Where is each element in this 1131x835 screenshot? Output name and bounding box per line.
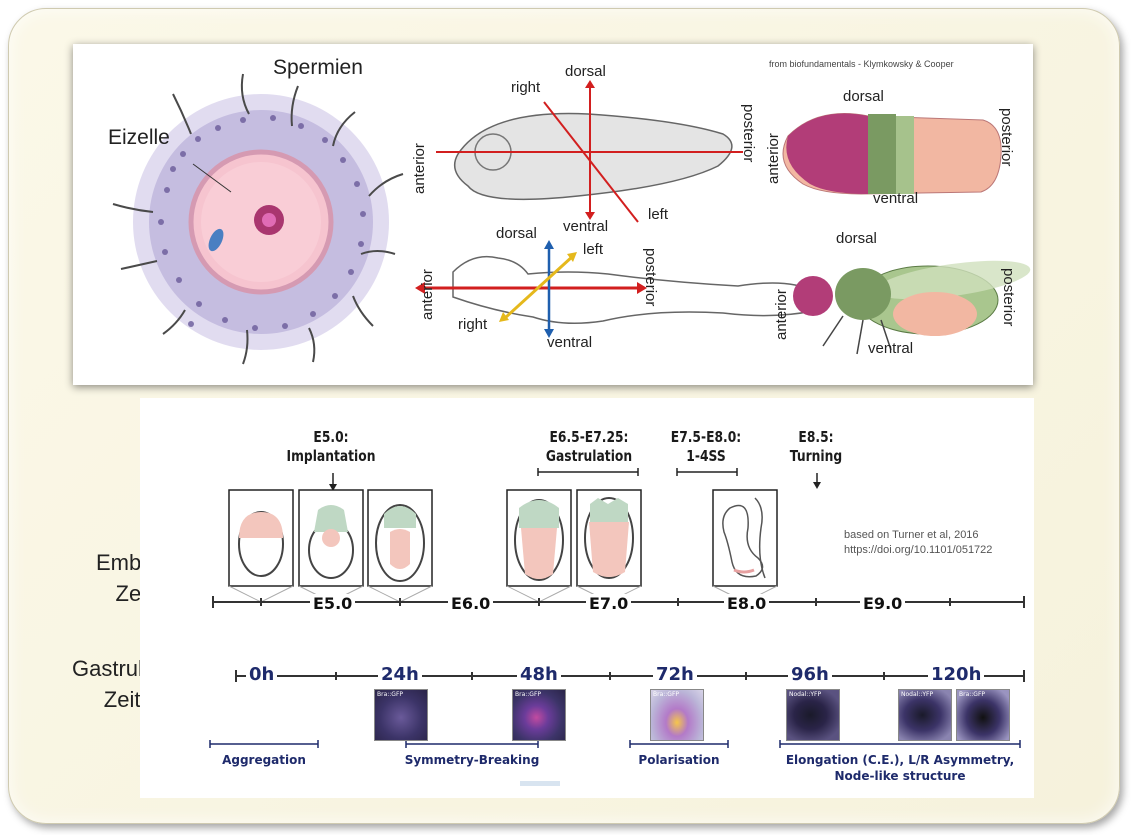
fly-illustration — [793, 260, 1031, 355]
human-ventral-label: ventral — [547, 334, 593, 351]
embryo-stage-drawings — [238, 497, 766, 582]
egg-label: Eizelle — [108, 126, 170, 149]
gastruloid-tick-120h: 120h — [928, 664, 985, 685]
gastruloid-image-24h: Bra::GFP — [374, 689, 428, 741]
larva-posterior-label: posterior — [998, 108, 1015, 167]
sperm-label: Spermien — [273, 56, 363, 79]
gastruloid-tick-48h: 48h — [517, 664, 561, 685]
larva-ventral-label: ventral — [873, 190, 919, 207]
gastruloid-image-72h: Bra::GFP — [650, 689, 704, 741]
frog-left-label: left — [648, 206, 669, 223]
axes-figure-panel: Spermien Eizelle from biofundamentals - … — [73, 44, 1033, 385]
fly-ventral-label: ventral — [868, 340, 914, 357]
stage-title-turning: E8.5: Turning — [789, 428, 843, 465]
human-dorsal-label: dorsal — [496, 225, 537, 242]
oocyte-illustration — [112, 73, 404, 365]
gastruloid-tick-0h: 0h — [246, 664, 278, 685]
gastruloid-tick-24h: 24h — [378, 664, 422, 685]
fly-anterior-label: anterior — [773, 289, 790, 340]
phase-symmetry-breaking: Symmetry-Breaking — [404, 753, 540, 767]
timeline-panel: E5.0: Implantation E6.5-E7.25: Gastrulat… — [140, 398, 1034, 798]
embryo-tick-e8: E8.0 — [724, 594, 770, 613]
citation-text: from biofundamentals - Klymkowsky & Coop… — [769, 59, 954, 69]
frog-posterior-label: posterior — [740, 104, 757, 163]
gastruloid-tick-72h: 72h — [653, 664, 697, 685]
phase-polarisation: Polarisation — [638, 753, 720, 767]
fly-dorsal-label: dorsal — [836, 230, 877, 247]
phase-elongation: Elongation (C.E.), L/R Asymmetry, Node-l… — [785, 753, 1015, 783]
stage-title-implantation: E5.0: Implantation — [286, 428, 376, 465]
frog-ventral-label: ventral — [563, 218, 609, 235]
embryo-tick-e9: E9.0 — [860, 594, 906, 613]
frog-tadpole-illustration — [436, 80, 743, 223]
larva-dorsal-label: dorsal — [843, 88, 884, 105]
human-posterior-label: posterior — [642, 248, 659, 307]
human-left-label: left — [583, 241, 604, 258]
human-anterior-label: anterior — [419, 269, 436, 320]
gastruloid-image-120h-b: Bra::GFP — [956, 689, 1010, 741]
human-right-label: right — [458, 316, 488, 333]
stage-title-gastrulation: E6.5-E7.25: Gastrulation — [545, 428, 633, 465]
larva-illustration — [782, 113, 1002, 195]
embryo-tick-e6: E6.0 — [448, 594, 494, 613]
reference-text: based on Turner et al, 2016 https://doi.… — [844, 529, 993, 557]
gastruloid-image-120h-a: Nodal::YFP — [898, 689, 952, 741]
gastruloid-image-48h: Bra::GFP — [512, 689, 566, 741]
gastruloid-image-96h: Nodal::YFP — [786, 689, 840, 741]
embryo-tick-e7: E7.0 — [586, 594, 632, 613]
stage-title-somites: E7.5-E8.0: 1-4SS — [670, 428, 742, 465]
embryo-tick-e5: E5.0 — [310, 594, 356, 613]
frog-anterior-label: anterior — [411, 143, 428, 194]
larva-anterior-label: anterior — [765, 133, 782, 184]
phase-aggregation: Aggregation — [222, 753, 306, 767]
fly-posterior-label: posterior — [1000, 268, 1017, 327]
gastruloid-tick-96h: 96h — [788, 664, 832, 685]
frog-dorsal-label: dorsal — [565, 63, 606, 80]
frog-right-label: right — [511, 79, 541, 96]
axes-illustration — [112, 73, 1031, 365]
